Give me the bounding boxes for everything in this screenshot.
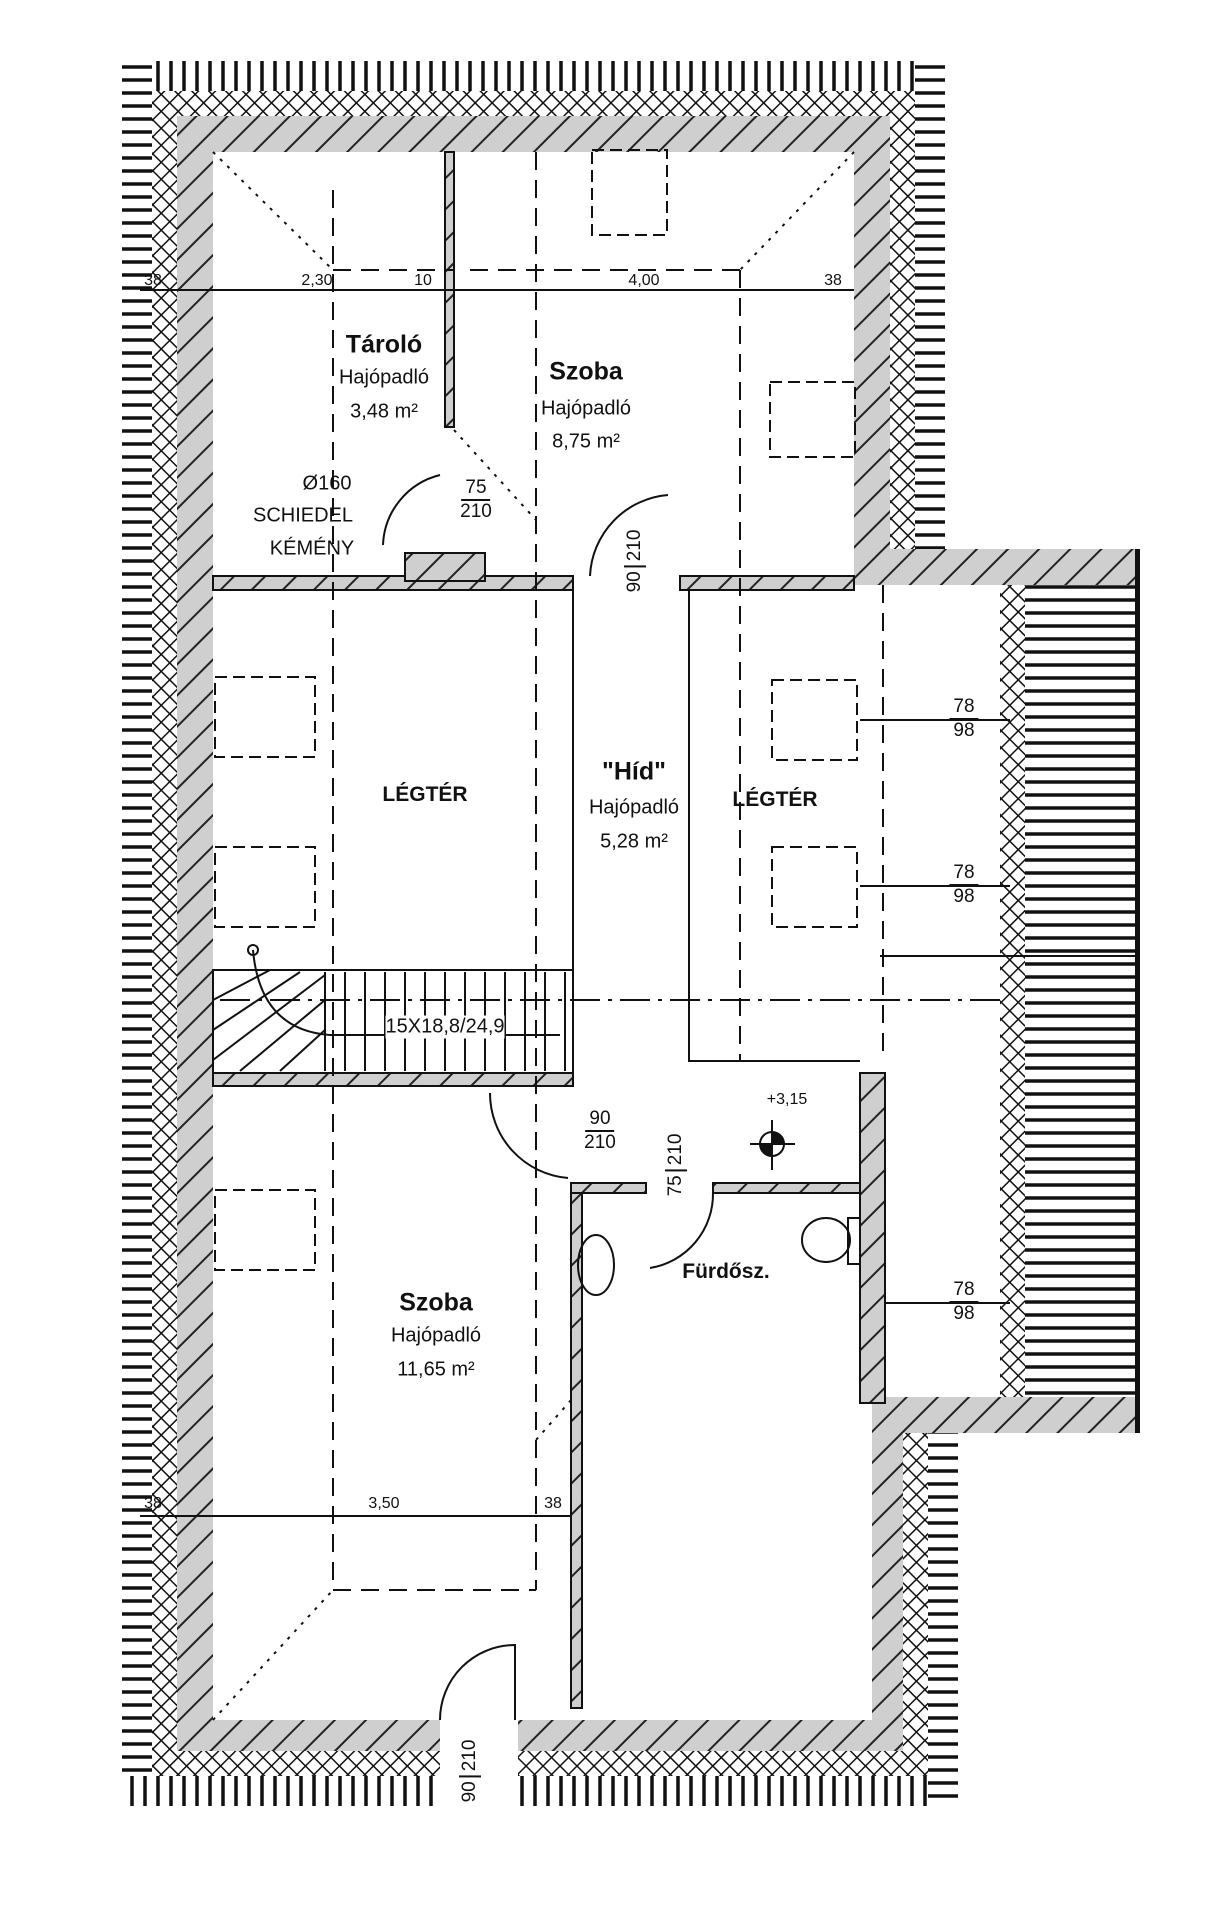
room-area-bottom: 11,65 m² — [397, 1358, 475, 1381]
stair-winder-tread — [212, 971, 301, 1031]
roof-window-icon — [769, 381, 856, 458]
dimension-label: 38 — [144, 272, 162, 289]
dimension-label: 4,00 — [628, 272, 660, 289]
room-area-top: 8,75 m² — [552, 430, 620, 453]
room-area-bridge: 5,28 m² — [600, 830, 668, 853]
stair-winder-tread — [239, 999, 326, 1072]
roof-window-icon — [214, 676, 316, 758]
dimension-label: 10 — [414, 272, 432, 289]
room-name-bathroom: Fürdősz. — [682, 1260, 770, 1283]
ridge-diagonals — [212, 151, 855, 1721]
roof-window-icon — [771, 846, 858, 928]
dimension-label: 3,50 — [368, 1495, 400, 1512]
room-name-bridge: "Híd" — [602, 757, 666, 786]
toilet-icon — [801, 1217, 851, 1263]
roof-windows — [214, 149, 858, 1271]
stair-winder-tread — [279, 1029, 326, 1072]
stair-winder-tread — [212, 969, 271, 1001]
roof-slope-lines — [332, 152, 884, 1591]
room-floor-bottom: Hajópadló — [390, 1324, 482, 1347]
room-name-bottom: Szoba — [399, 1288, 473, 1317]
dimension-label: 38 — [544, 1495, 562, 1512]
room-name-storage: Tároló — [345, 330, 423, 359]
room-name-top: Szoba — [549, 357, 623, 386]
roof-window-icon — [214, 846, 316, 928]
void-right-label: LÉGTÉR — [732, 788, 818, 811]
door-swings — [382, 474, 715, 1721]
staircase — [212, 944, 574, 1074]
room-floor-bridge: Hajópadló — [588, 796, 680, 819]
room-floor-top: Hajópadló — [540, 397, 632, 420]
chimney-label: KÉMÉNY — [269, 537, 355, 560]
room-floor-storage: Hajópadló — [338, 366, 430, 389]
roof-window-icon — [591, 149, 668, 236]
roof-window-icon — [214, 1189, 316, 1271]
bath-fixtures — [577, 1217, 861, 1296]
chimney-diameter: Ø160 — [302, 472, 352, 495]
roof-window-icon — [771, 679, 858, 761]
dimension-lines — [140, 289, 1135, 1517]
stairs-spec: 15X18,8/24,9 — [385, 1015, 505, 1039]
dimension-label: 2,30 — [301, 272, 333, 289]
level-elevation: +3,15 — [766, 1091, 808, 1108]
dimension-label: 38 — [824, 272, 842, 289]
dimension-label: 38 — [144, 1495, 162, 1512]
level-marker-icon — [750, 1120, 795, 1170]
exterior-wall — [122, 61, 1140, 1810]
stair-winder-tread — [212, 974, 326, 1061]
void-left-label: LÉGTÉR — [382, 783, 468, 806]
sink-icon — [577, 1234, 615, 1296]
room-area-storage: 3,48 m² — [350, 400, 418, 423]
chimney-brand: SCHIEDEL — [252, 504, 354, 527]
